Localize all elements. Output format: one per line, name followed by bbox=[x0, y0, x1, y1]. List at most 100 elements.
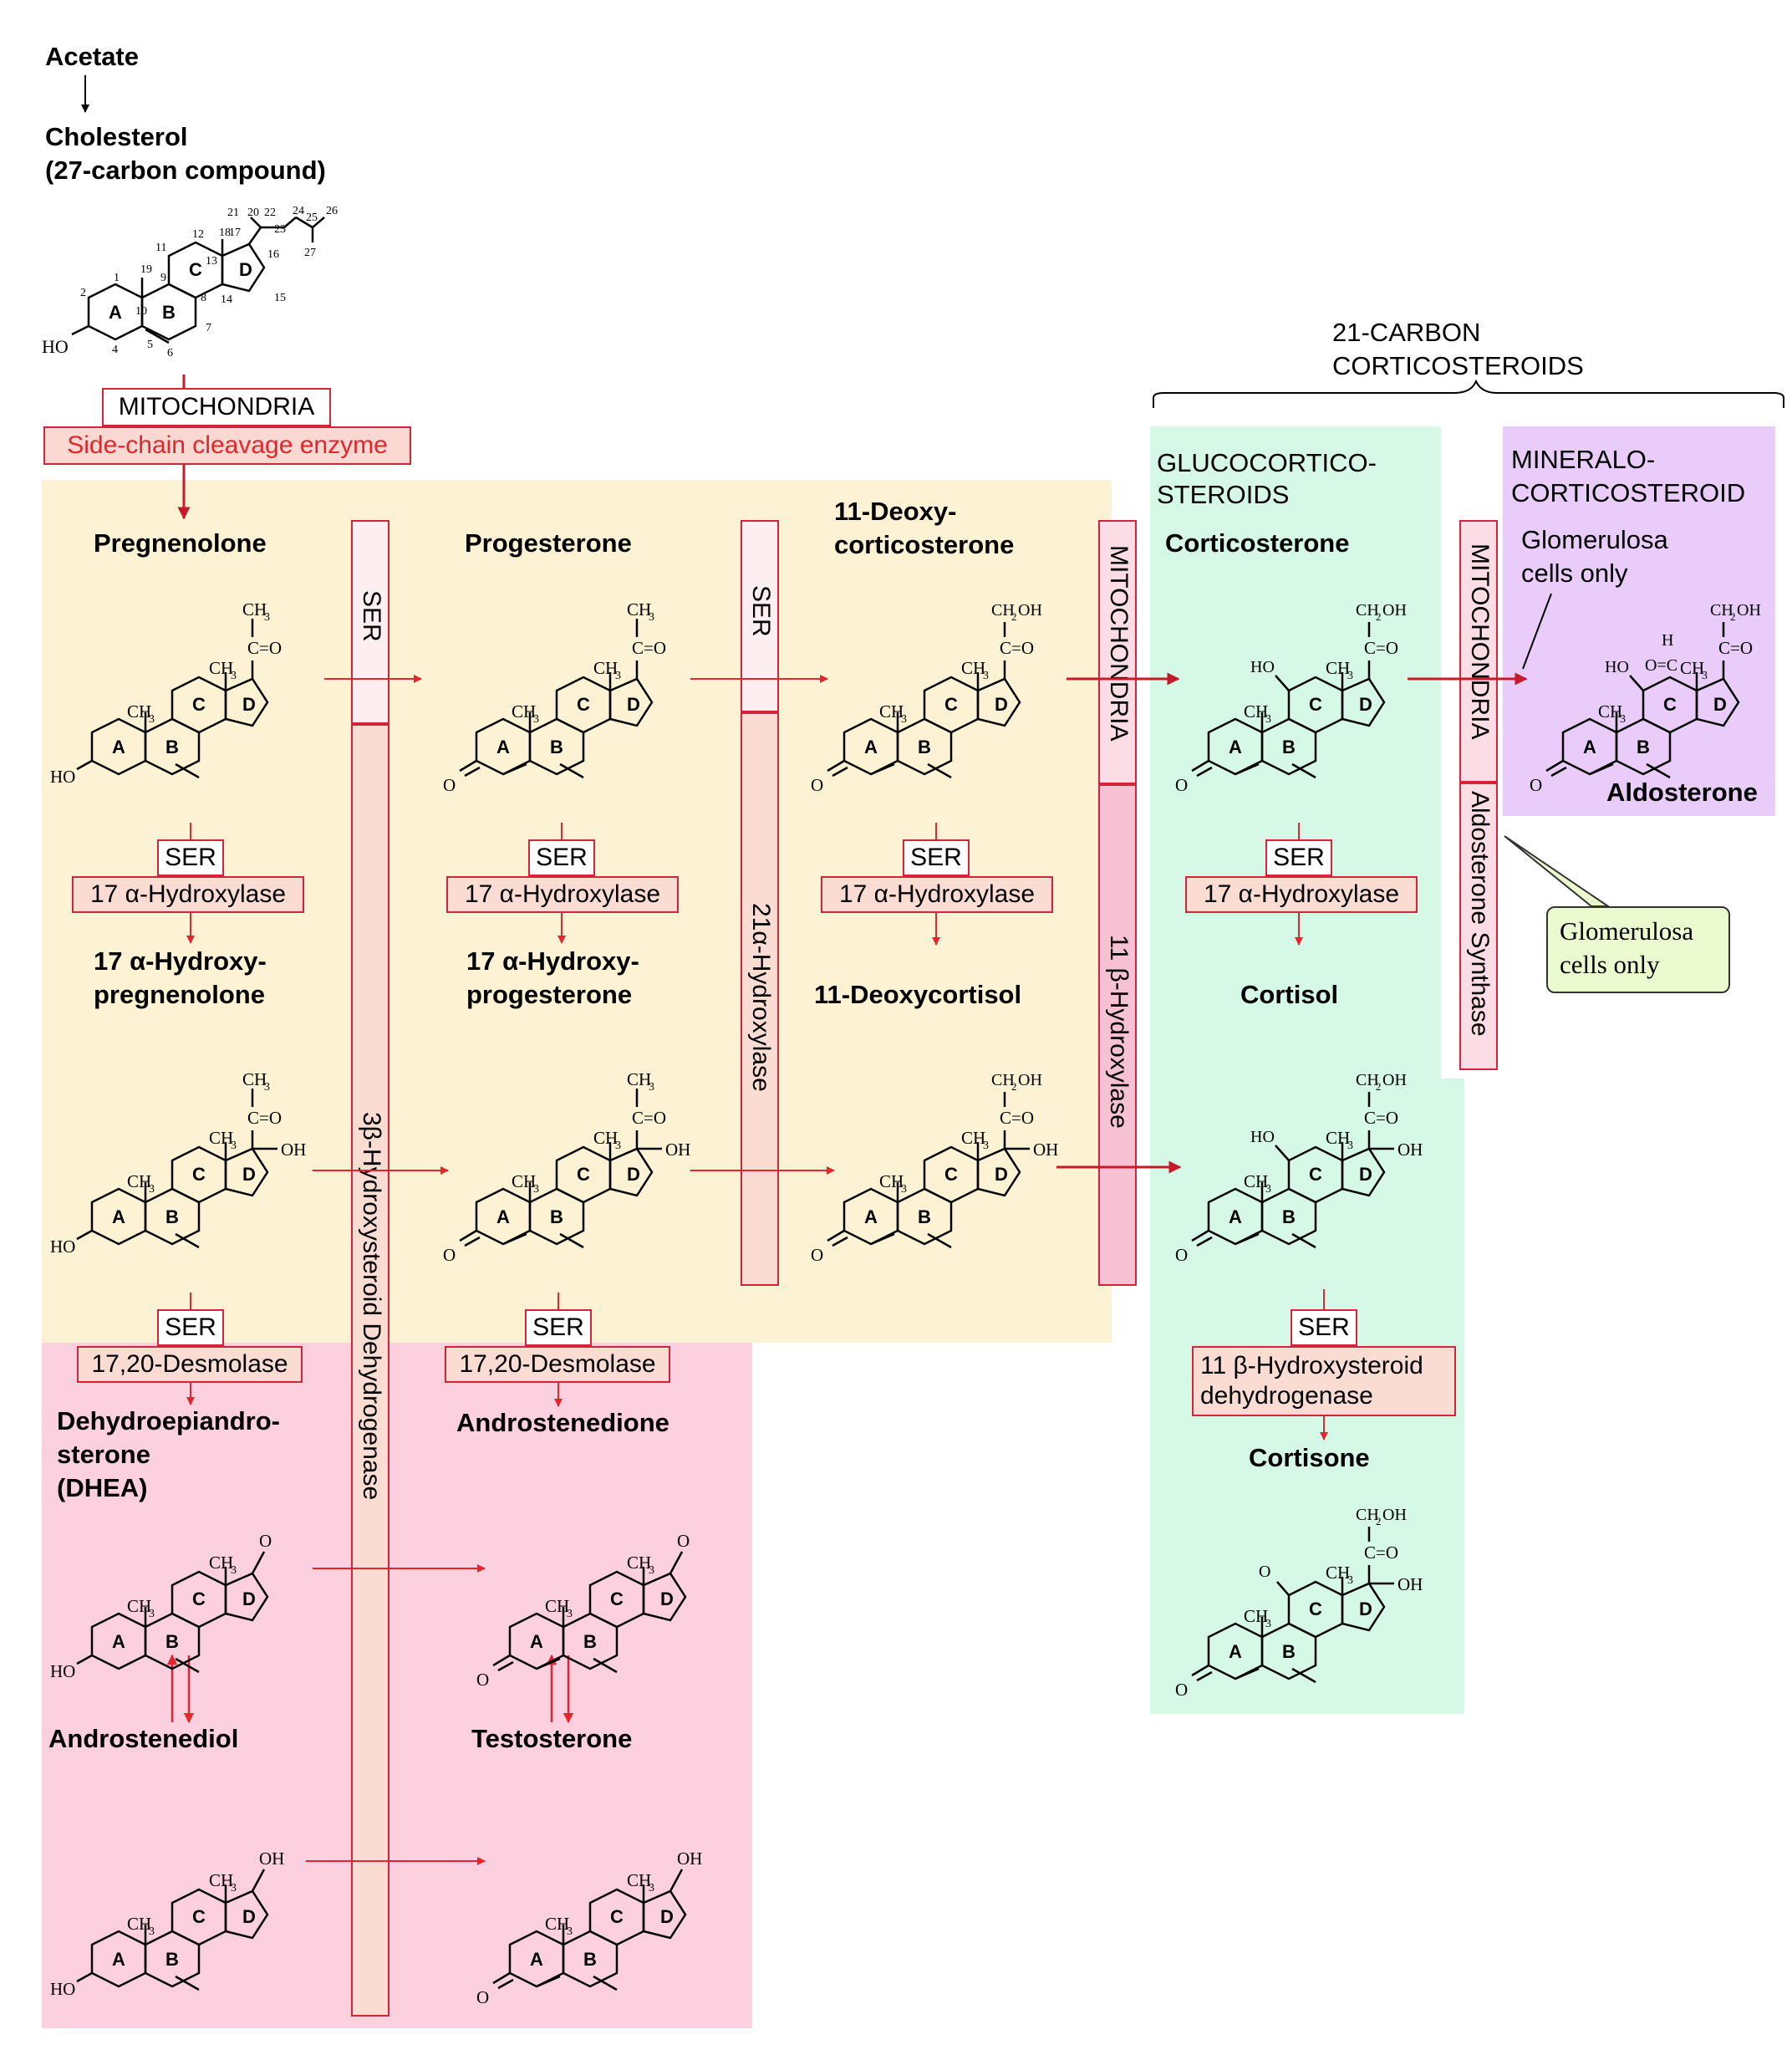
corticosterone-label: Corticosterone bbox=[1165, 528, 1350, 558]
carbonyl-group: C=O bbox=[632, 638, 666, 658]
bond bbox=[492, 1654, 511, 1667]
cholesterol-bond bbox=[295, 216, 313, 229]
ch2oh-group: CH bbox=[991, 1071, 1015, 1089]
bond bbox=[175, 762, 200, 779]
bond bbox=[464, 766, 481, 778]
ch3-group: CH bbox=[593, 658, 618, 678]
bond bbox=[492, 1971, 511, 1985]
desmolase-text: 17,20-Desmolase bbox=[91, 1350, 288, 1378]
ring-letter-d: D bbox=[242, 1588, 256, 1609]
cholesterol-label: Cholesterol bbox=[45, 122, 188, 151]
ch3-subscript: 3 bbox=[1347, 670, 1353, 682]
atom-number: 20 bbox=[247, 207, 259, 219]
aldosterone-synthase-bar bbox=[1459, 783, 1498, 1070]
oh-group: OH bbox=[259, 1849, 284, 1869]
atom-number: 17 bbox=[229, 227, 241, 239]
bond bbox=[251, 1551, 266, 1574]
bond bbox=[669, 1869, 684, 1892]
ch3-group: CH bbox=[127, 1914, 151, 1934]
bond bbox=[1589, 762, 1614, 776]
bond bbox=[870, 1232, 895, 1246]
ring-letter-a: A bbox=[1229, 1206, 1242, 1227]
ring-letter-b: B bbox=[165, 1206, 179, 1227]
mitochondria-bar-11b bbox=[1098, 520, 1137, 784]
androstenediol-label: Androstenediol bbox=[48, 1724, 239, 1753]
dhea-label-3: (DHEA) bbox=[57, 1473, 148, 1502]
ch3-subscript: 3 bbox=[901, 1183, 907, 1196]
ch3-group: CH bbox=[512, 701, 536, 722]
mitochondria-top-text: MITOCHONDRIA bbox=[118, 393, 315, 421]
ring-letter-c: C bbox=[192, 1906, 206, 1927]
ch2oh-oh: OH bbox=[1382, 601, 1407, 620]
ch3-subscript: 3 bbox=[149, 1183, 155, 1196]
ring-letter-d: D bbox=[995, 694, 1008, 715]
bond bbox=[827, 759, 845, 773]
ch3-subscript: 3 bbox=[649, 1882, 654, 1894]
ser-text: SER bbox=[536, 844, 588, 871]
ch3-subscript: 3 bbox=[149, 1608, 155, 1620]
glomerulosa-note-line1: Glomerulosa bbox=[1521, 525, 1668, 554]
hsd11-box: 11 β-Hydroxysteroid dehydrogenase bbox=[1192, 1346, 1456, 1416]
bond bbox=[1191, 1229, 1209, 1242]
ring-letter-d: D bbox=[660, 1588, 674, 1609]
ring-letter-d: D bbox=[1359, 1164, 1372, 1185]
bond bbox=[502, 762, 527, 776]
atom-number: 18 bbox=[219, 227, 231, 239]
carbonyl-group: C=O bbox=[632, 1108, 666, 1128]
ch3-subscript: 3 bbox=[1347, 1140, 1353, 1152]
ring-letter-b: B bbox=[162, 302, 176, 323]
aldosterone-synthase-bar-text: Aldosterone Synthase bbox=[1466, 791, 1494, 1037]
ch3-subscript: 3 bbox=[1620, 713, 1626, 726]
ho-group-c11: HO bbox=[1605, 658, 1629, 676]
atom-number: 1 bbox=[114, 272, 120, 284]
glucocorticoid-region bbox=[1150, 426, 1441, 1714]
bond bbox=[459, 759, 477, 773]
oh-group: OH bbox=[1397, 1574, 1423, 1594]
desmolase-text: 17,20-Desmolase bbox=[459, 1350, 656, 1378]
ring-letter-d: D bbox=[242, 1164, 256, 1185]
bond bbox=[1191, 1664, 1209, 1677]
ser-box-col3-r1: SER bbox=[903, 839, 970, 876]
ch3-subscript: 3 bbox=[649, 611, 654, 624]
ring-d bbox=[224, 1147, 269, 1197]
mitochondria-box-top: MITOCHONDRIA bbox=[102, 388, 331, 426]
bond bbox=[593, 1975, 618, 1991]
ring-letter-b: B bbox=[1282, 737, 1296, 757]
carbonyl-group: C=O bbox=[1000, 1108, 1034, 1128]
ch2oh-subscript: 2 bbox=[1376, 1515, 1382, 1527]
atom-number: 4 bbox=[112, 344, 118, 356]
ketone-o: O bbox=[811, 775, 823, 795]
atom-number: 12 bbox=[192, 228, 204, 241]
ring-d bbox=[976, 1147, 1021, 1197]
ser-text: SER bbox=[165, 1313, 216, 1341]
ring-letter-a: A bbox=[530, 1631, 543, 1652]
ch2oh-group: CH bbox=[1356, 601, 1379, 620]
deoxycorticosterone-label-2: corticosterone bbox=[834, 530, 1015, 559]
bond bbox=[1291, 1667, 1316, 1684]
ch3-subscript: 3 bbox=[149, 713, 155, 726]
ch3-group: CH bbox=[1326, 1563, 1350, 1583]
ring-letter-d: D bbox=[239, 259, 252, 280]
atom-number: 9 bbox=[160, 272, 166, 284]
ch3-group: CH bbox=[627, 1069, 651, 1089]
bond bbox=[832, 766, 848, 778]
ch2oh-oh: OH bbox=[1382, 1506, 1407, 1524]
ring-letter-c: C bbox=[192, 694, 206, 715]
ch3-subscript: 3 bbox=[149, 1925, 155, 1938]
cholesterol-bond bbox=[283, 217, 297, 228]
bond bbox=[1191, 759, 1209, 773]
ring-letter-c: C bbox=[944, 1164, 958, 1185]
ch3-subscript: 3 bbox=[533, 713, 539, 726]
ho-group: HO bbox=[50, 767, 75, 787]
mineralocorticoid-header-line2: CORTICOSTEROID bbox=[1511, 478, 1746, 507]
oh-group: OH bbox=[677, 1849, 702, 1869]
ring-letter-b: B bbox=[918, 737, 931, 757]
ch3-subscript: 3 bbox=[264, 1081, 270, 1094]
atom-number: 27 bbox=[304, 247, 316, 259]
ch3-group: CH bbox=[209, 658, 233, 678]
